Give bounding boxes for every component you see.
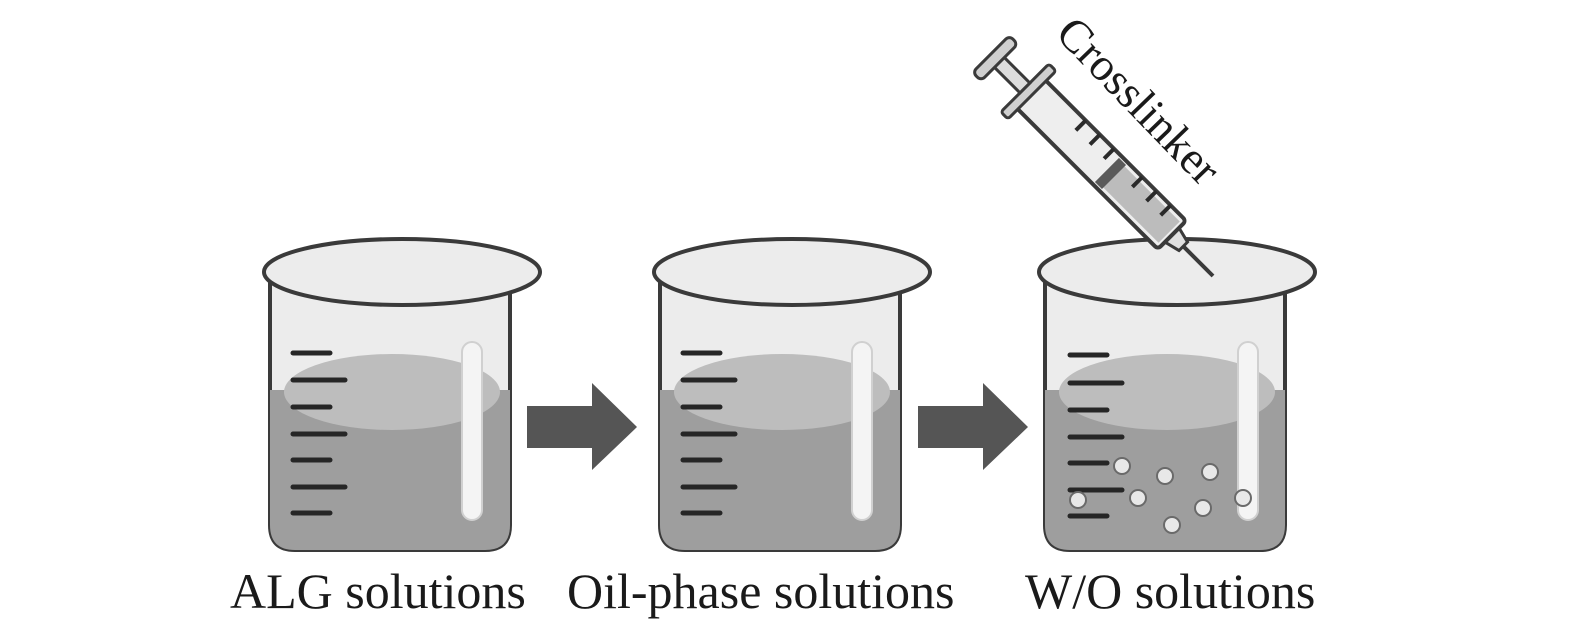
arrow-right-icon	[527, 383, 637, 470]
droplet	[1201, 463, 1219, 481]
emulsion-droplets	[1069, 457, 1252, 534]
beaker-oil-phase	[652, 237, 932, 552]
syringe-needle	[1181, 244, 1215, 278]
glass-highlight	[851, 341, 873, 521]
beaker-alg	[262, 237, 542, 552]
droplet	[1156, 467, 1174, 485]
droplet	[1234, 489, 1252, 507]
step-label-w-o: W/O solutions	[1025, 563, 1316, 619]
syringe-fluid	[1099, 162, 1180, 243]
step-label-oil-phase: Oil-phase solutions	[567, 563, 955, 619]
graduation-marks	[680, 350, 738, 516]
liquid-surface	[1059, 354, 1275, 430]
glass-highlight	[1237, 341, 1259, 521]
graduation-marks	[1067, 352, 1125, 519]
beaker-w-o	[1037, 237, 1317, 552]
liquid-surface	[674, 354, 890, 430]
step-label-alg: ALG solutions	[230, 563, 526, 619]
graduation-marks	[290, 350, 348, 516]
beaker-rim	[652, 237, 932, 307]
droplet	[1113, 457, 1131, 475]
syringe	[973, 36, 1215, 278]
beaker-rim	[262, 237, 542, 307]
droplet	[1163, 516, 1181, 534]
droplet	[1194, 499, 1212, 517]
syringe-plunger-head	[1094, 157, 1127, 190]
syringe-thumb-rest	[973, 36, 1018, 81]
glass-highlight	[461, 341, 483, 521]
droplet	[1129, 489, 1147, 507]
liquid-surface	[284, 354, 500, 430]
droplet	[1069, 491, 1087, 509]
arrow-right-icon	[918, 383, 1028, 470]
syringe-graduations	[1074, 119, 1172, 217]
